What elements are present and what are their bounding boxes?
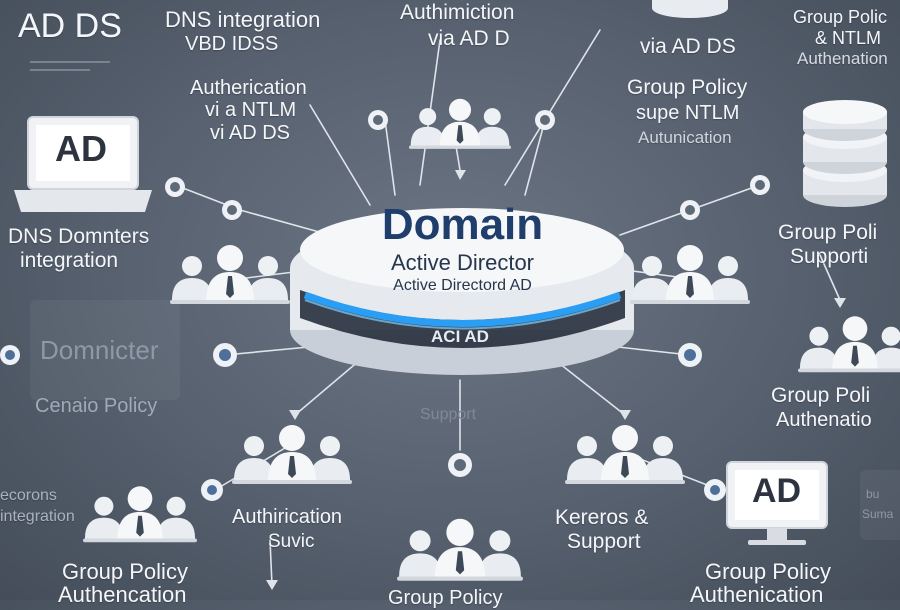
laptop-screen-text: AD <box>55 128 107 169</box>
label-authimication: Authimiction <box>400 1 515 24</box>
monitor-screen-text: AD <box>752 472 802 510</box>
label-gp-support-right-2: Supporti <box>790 245 869 268</box>
connector-node-icon <box>704 479 726 501</box>
label-authirication-2: Suvic <box>268 531 315 552</box>
label-gp-supe-2: supe NTLM <box>636 102 740 124</box>
arrow-heads <box>266 170 846 590</box>
people-group-icon <box>83 486 197 543</box>
connector-line <box>524 119 546 196</box>
arrow-head-icon <box>619 410 631 420</box>
label-far-right-1: bu <box>866 487 880 501</box>
label-dns-domters-1: DNS Domnters <box>8 225 150 248</box>
hub-glow-ring <box>303 291 622 327</box>
people-group-icon <box>170 245 290 304</box>
arrow-head-icon <box>834 298 846 308</box>
label-gp-auth-right-2: Authenatio <box>776 409 872 431</box>
label-gp-ntlm-2: & NTLM <box>815 28 882 48</box>
people-group-icon <box>232 425 352 484</box>
database-icon <box>803 100 887 207</box>
connector-node-icon <box>201 479 223 501</box>
label-gp-auth-br-1: Group Policy <box>705 559 831 584</box>
hub-title: Domain <box>381 200 544 249</box>
connector-node-icon <box>0 345 20 365</box>
label-via-ad-d: via AD D <box>428 27 510 50</box>
label-authirication-1: Authirication <box>232 506 343 528</box>
connector-node-icon <box>680 200 700 220</box>
people-group-icon <box>630 245 750 304</box>
arrow-head-icon <box>266 580 278 590</box>
label-kereros-1: Kereros & <box>555 506 649 529</box>
label-far-right-2: Suma <box>862 507 894 521</box>
connector-line <box>819 254 841 301</box>
hub-band-text: ACI AD <box>431 327 489 346</box>
connector-line <box>309 104 371 206</box>
hub-subtitle-2: Active Directord AD <box>393 277 532 294</box>
connector-node-icon <box>535 110 555 130</box>
connector-node-icon <box>750 175 770 195</box>
label-cenaio-policy: Cenaio Policy <box>35 395 158 417</box>
label-gp-auth-bl-2: Authencation <box>58 582 187 607</box>
label-group-policy-bottom: Group Policy <box>388 587 503 609</box>
connector-node-icon <box>222 200 242 220</box>
label-gp-support-right-1: Group Poli <box>778 221 878 244</box>
people-group-icon <box>397 518 523 581</box>
connector-node-icon <box>448 453 472 477</box>
people-group-icon <box>798 316 900 373</box>
connector-node-icon <box>213 343 237 367</box>
monitor-icon <box>726 461 828 545</box>
domain-hub[interactable] <box>290 208 634 375</box>
laptop-icon <box>14 116 152 212</box>
label-gp-supe-1: Group Policy <box>627 76 748 99</box>
hub-subtitle: Active Director <box>390 250 535 275</box>
label-gp-ntlm-1: Group Polic <box>793 7 888 27</box>
faint-panel <box>860 470 900 540</box>
label-gp-auth-br-2: Authenication <box>690 582 824 607</box>
label-support-faint: Support <box>420 406 477 423</box>
label-auth-ntlm-2: vi a NTLM <box>205 99 297 121</box>
connector-line <box>554 359 626 416</box>
faint-text-lines <box>30 61 110 71</box>
connector-line <box>504 29 601 186</box>
server-disk-top <box>652 0 728 18</box>
connector-line <box>294 359 361 416</box>
label-gp-supe-3: Autunication <box>638 128 732 147</box>
label-gp-auth-right-1: Group Poli <box>771 384 871 407</box>
faint-panel <box>30 300 180 400</box>
label-vbd-idss: VBD IDSS <box>185 33 279 55</box>
people-group-icon <box>409 98 511 149</box>
label-gp-ntlm-3: Authenation <box>797 49 888 68</box>
connector-nodes <box>0 110 770 501</box>
label-auth-ntlm-1: Autherication <box>190 77 307 99</box>
label-via-ad-ds: via AD DS <box>640 35 736 58</box>
label-dns-integration: DNS integration <box>165 7 321 32</box>
label-auth-ntlm-3: vi AD DS <box>210 122 291 144</box>
people-group-icon <box>565 425 685 484</box>
connector-node-icon <box>165 177 185 197</box>
connector-node-icon <box>678 343 702 367</box>
label-gp-auth-bl-1: Group Policy <box>62 559 188 584</box>
label-kereros-2: Support <box>567 530 641 553</box>
connector-line <box>269 539 273 586</box>
connector-line <box>384 119 396 196</box>
label-ecorons-2: integration <box>0 508 75 525</box>
label-ad-ds: AD DS <box>18 7 122 45</box>
arrow-head-icon <box>289 410 301 420</box>
arrow-head-icon <box>455 170 466 180</box>
label-ecorons-1: ecorons <box>0 487 57 504</box>
connector-node-icon <box>368 110 388 130</box>
label-dns-domters-2: integration <box>20 249 119 272</box>
label-domnicter: Domnicter <box>40 335 159 365</box>
